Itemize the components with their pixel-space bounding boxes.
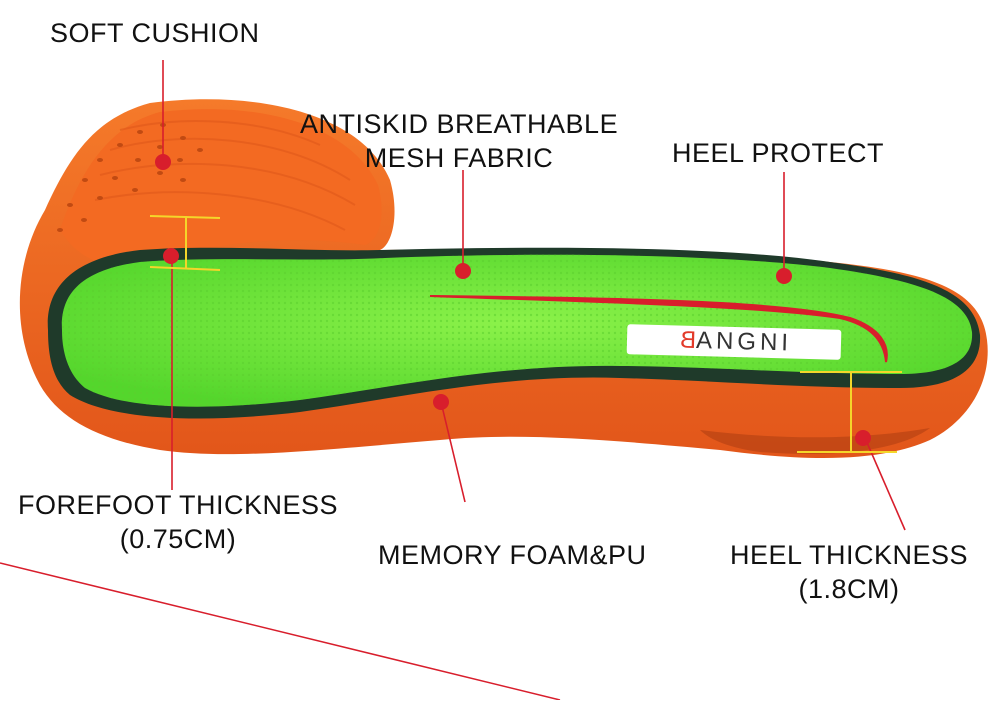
ventilation-holes: [57, 123, 203, 232]
thickness-markers: [149, 215, 902, 453]
callout-lines: [162, 60, 906, 531]
toe-cap-highlight: [60, 109, 382, 266]
memory-foam-text: MEMORY FOAM&PU: [378, 540, 647, 570]
brand-logo-rest: ANGNI: [695, 327, 793, 357]
forefoot-line-2: (0.75CM): [119, 524, 237, 554]
brand-logo-first-letter: B: [675, 326, 697, 355]
toe-cap-contours: [94, 120, 356, 231]
label-mesh-fabric: ANTISKID BREATHABLE MESH FABRIC: [300, 107, 618, 175]
mesh-line-2: MESH FABRIC: [364, 143, 554, 173]
heel-protect-text: HEEL PROTECT: [672, 138, 885, 168]
heel-thickness-line-1: HEEL THICKNESS: [730, 540, 969, 570]
forefoot-line-1: FOREFOOT THICKNESS: [18, 490, 339, 520]
soft-cushion-text: SOFT CUSHION: [50, 18, 260, 48]
decorative-diagonal-line: [0, 562, 561, 701]
heel-bottom-shade: [700, 428, 930, 454]
heel-thickness-line-2: (1.8CM): [798, 574, 900, 604]
label-memory-foam: MEMORY FOAM&PU: [378, 538, 647, 572]
red-stripe: [429, 295, 888, 363]
label-soft-cushion: SOFT CUSHION: [50, 16, 260, 50]
mesh-line-1: ANTISKID BREATHABLE: [300, 109, 619, 139]
label-forefoot-thickness: FOREFOOT THICKNESS (0.75CM): [18, 488, 338, 556]
mesh-texture: [61, 254, 973, 407]
label-heel-protect: HEEL PROTECT: [672, 136, 884, 170]
label-heel-thickness: HEEL THICKNESS (1.8CM): [730, 538, 968, 606]
callout-dots: [155, 154, 871, 446]
